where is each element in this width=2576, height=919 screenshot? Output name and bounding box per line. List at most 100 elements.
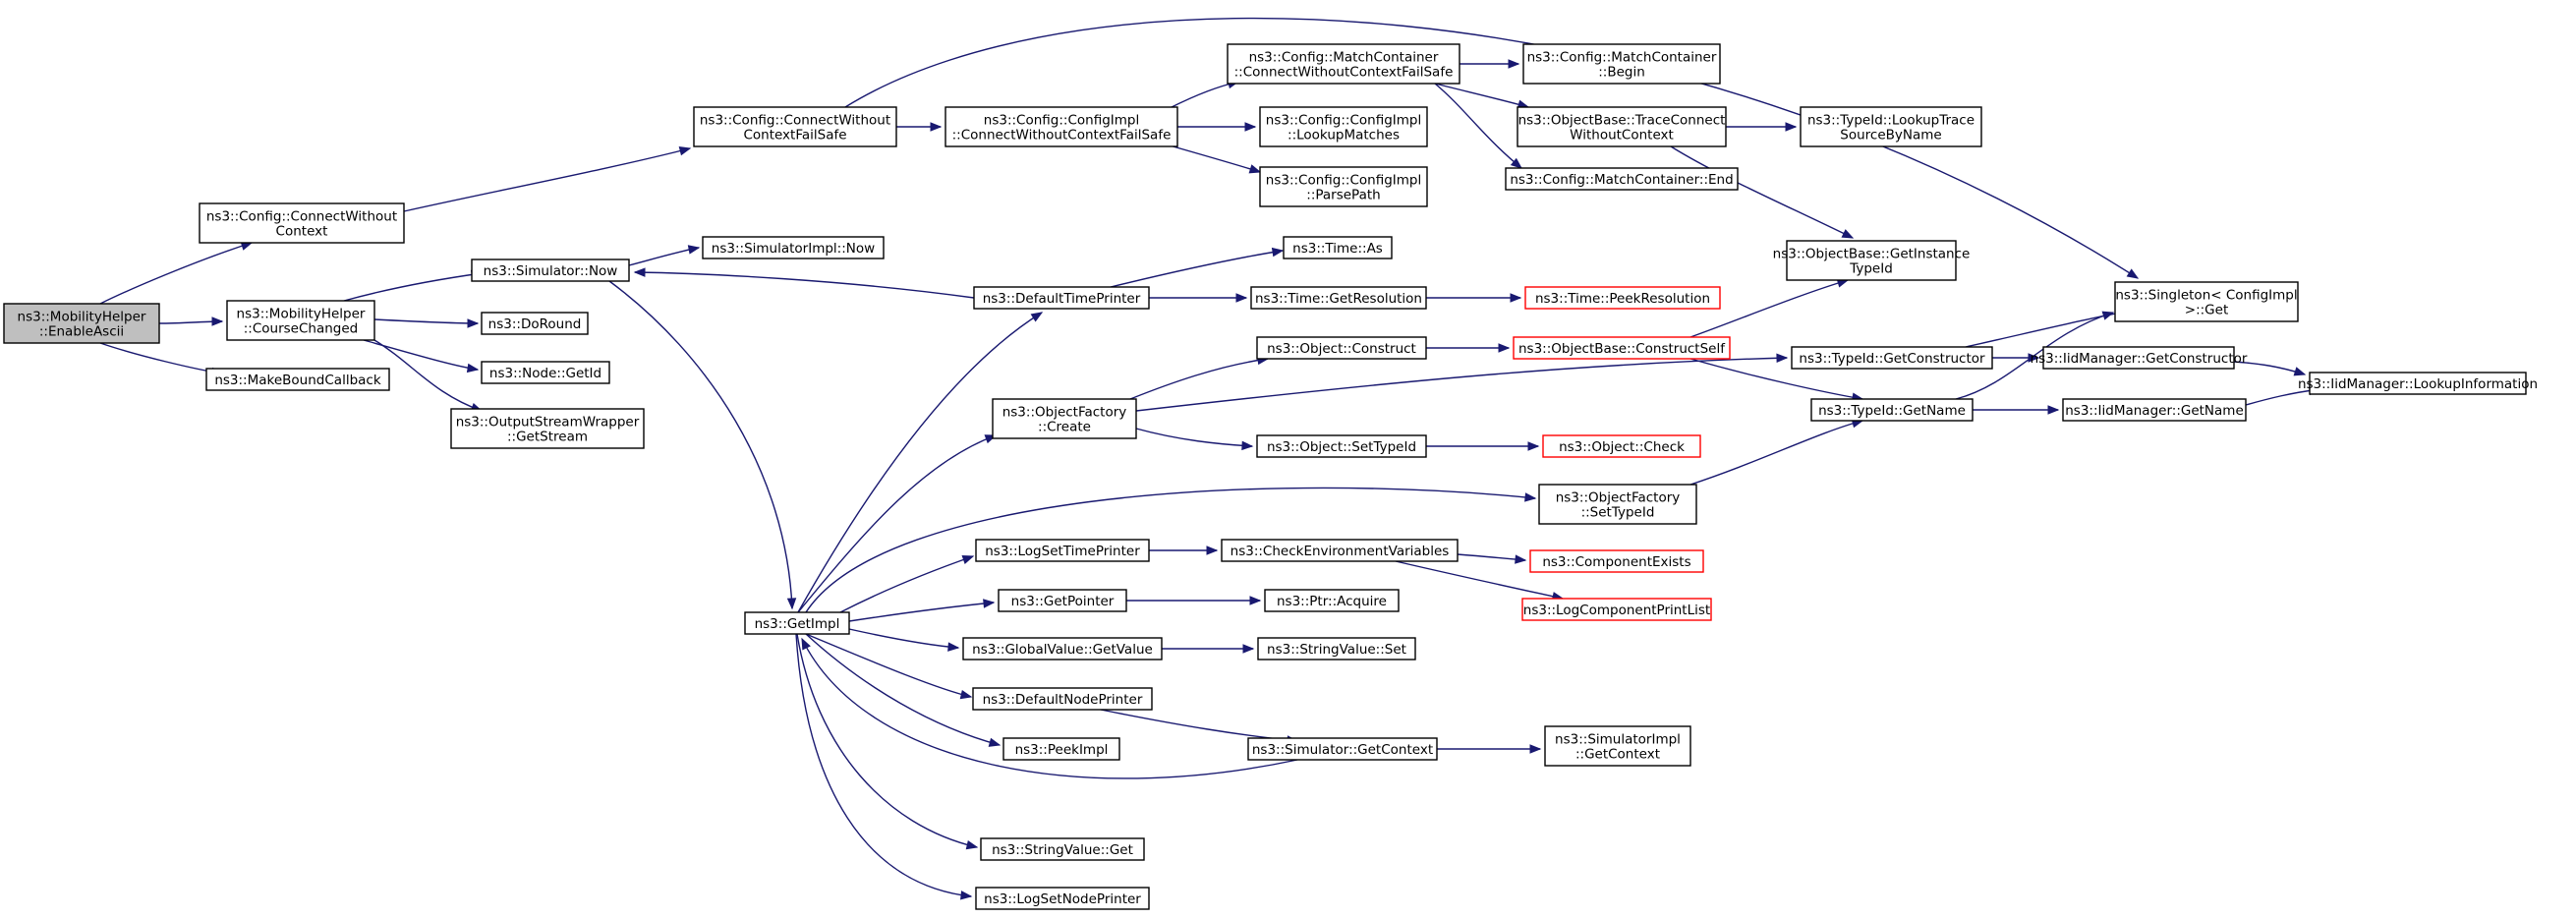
node-box[interactable]: [1283, 236, 1393, 259]
node-box[interactable]: [1505, 167, 1739, 191]
graph-node-n37[interactable]: ns3::LogSetTimePrinter: [975, 539, 1150, 562]
node-box[interactable]: [1250, 286, 1427, 310]
graph-node-n44[interactable]: ns3::StringValue::Set: [1257, 637, 1416, 661]
graph-node-n39[interactable]: ns3::ComponentExists: [1529, 549, 1704, 573]
graph-node-n46[interactable]: ns3::Simulator::GetContext: [1247, 737, 1438, 761]
graph-node-n20[interactable]: ns3::SimulatorImpl::Now: [702, 236, 885, 259]
node-box[interactable]: [1521, 598, 1712, 621]
node-box[interactable]: [205, 368, 390, 391]
node-box[interactable]: [975, 539, 1150, 562]
node-box[interactable]: [1256, 434, 1427, 458]
node-box[interactable]: [1522, 43, 1721, 85]
node-box[interactable]: [1247, 737, 1438, 761]
node-box[interactable]: [693, 106, 897, 147]
graph-node-n50[interactable]: ns3::LogSetNodePrinter: [975, 887, 1150, 910]
graph-node-n38[interactable]: ns3::CheckEnvironmentVariables: [1221, 539, 1459, 562]
node-box[interactable]: [998, 589, 1127, 612]
node-box[interactable]: [1227, 43, 1460, 85]
graph-node-n30[interactable]: ns3::IidManager::GetConstructor: [2031, 346, 2248, 370]
node-box[interactable]: [1542, 434, 1701, 458]
graph-node-n21[interactable]: ns3::GetImpl: [744, 611, 850, 635]
graph-node-n35[interactable]: ns3::Object::Check: [1542, 434, 1701, 458]
node-box[interactable]: [1517, 106, 1727, 147]
graph-node-n24[interactable]: ns3::Time::GetResolution: [1250, 286, 1427, 310]
graph-node-n9[interactable]: ns3::Config::ConfigImpl::LookupMatches: [1259, 106, 1428, 147]
node-box[interactable]: [450, 408, 645, 449]
graph-node-n10[interactable]: ns3::Config::ConfigImpl::ParsePath: [1259, 166, 1428, 207]
node-box[interactable]: [1800, 106, 1982, 147]
graph-node-n49[interactable]: ns3::StringValue::Get: [980, 837, 1145, 861]
graph-node-n28[interactable]: ns3::ObjectBase::ConstructSelf: [1513, 336, 1731, 360]
node-box[interactable]: [972, 687, 1153, 711]
node-box[interactable]: [1786, 240, 1957, 281]
graph-node-n2[interactable]: ns3::Config::ConnectWithoutContext: [199, 202, 405, 244]
node-box[interactable]: [973, 286, 1150, 310]
graph-node-n4[interactable]: ns3::MakeBoundCallback: [205, 368, 390, 391]
graph-node-n31[interactable]: ns3::IidManager::LookupInformation: [2298, 372, 2538, 395]
node-box[interactable]: [962, 637, 1163, 661]
graph-node-n36[interactable]: ns3::ObjectFactory::SetTypeId: [1538, 484, 1697, 525]
graph-node-n34[interactable]: ns3::Object::SetTypeId: [1256, 434, 1427, 458]
node-box[interactable]: [471, 258, 630, 282]
node-box[interactable]: [744, 611, 850, 635]
graph-node-n3[interactable]: ns3::MobilityHelper::CourseChanged: [226, 300, 375, 341]
node-box[interactable]: [3, 303, 160, 344]
node-box[interactable]: [226, 300, 375, 341]
graph-node-n29[interactable]: ns3::TypeId::GetConstructor: [1791, 346, 1993, 370]
node-box[interactable]: [1221, 539, 1459, 562]
graph-node-n16[interactable]: ns3::Simulator::Now: [471, 258, 630, 282]
graph-node-n6[interactable]: ns3::Singleton< ConfigImpl >::Get: [2114, 281, 2299, 322]
graph-node-n42[interactable]: ns3::Ptr::Acquire: [1264, 589, 1400, 612]
node-box[interactable]: [1002, 737, 1120, 761]
graph-node-n47[interactable]: ns3::SimulatorImpl::GetContext: [1544, 725, 1691, 767]
graph-node-n40[interactable]: ns3::LogComponentPrintList: [1521, 598, 1712, 621]
graph-node-n7[interactable]: ns3::Config::ConfigImpl::ConnectWithoutC…: [945, 106, 1178, 147]
node-box[interactable]: [2062, 398, 2247, 422]
node-box[interactable]: [702, 236, 885, 259]
graph-node-n41[interactable]: ns3::GetPointer: [998, 589, 1127, 612]
node-box[interactable]: [945, 106, 1178, 147]
node-box[interactable]: [1257, 637, 1416, 661]
node-box[interactable]: [1259, 106, 1428, 147]
graph-node-n27[interactable]: ns3::Object::Construct: [1256, 336, 1427, 360]
graph-node-n13[interactable]: ns3::Config::MatchContainer::End: [1505, 167, 1739, 191]
node-box[interactable]: [992, 398, 1137, 439]
graph-node-n23[interactable]: ns3::Time::As: [1283, 236, 1393, 259]
node-box[interactable]: [481, 361, 610, 384]
graph-node-n43[interactable]: ns3::GlobalValue::GetValue: [962, 637, 1163, 661]
node-box[interactable]: [2042, 346, 2235, 370]
node-box[interactable]: [1810, 398, 1974, 422]
node-box[interactable]: [481, 312, 589, 335]
node-box[interactable]: [1524, 286, 1721, 310]
graph-node-n19[interactable]: ns3::OutputStreamWrapper::GetStream: [450, 408, 645, 449]
node-box[interactable]: [199, 202, 405, 244]
graph-node-n1[interactable]: ns3::MobilityHelper::EnableAscii: [3, 303, 160, 344]
graph-node-n5[interactable]: ns3::Config::ConnectWithoutContextFailSa…: [693, 106, 897, 147]
node-box[interactable]: [2114, 281, 2299, 322]
graph-node-n25[interactable]: ns3::Time::PeekResolution: [1524, 286, 1721, 310]
graph-node-n8[interactable]: ns3::Config::MatchContainer::ConnectWith…: [1227, 43, 1460, 85]
graph-node-n22[interactable]: ns3::DefaultTimePrinter: [973, 286, 1150, 310]
graph-node-n45[interactable]: ns3::DefaultNodePrinter: [972, 687, 1153, 711]
graph-node-n33[interactable]: ns3::IidManager::GetName: [2062, 398, 2247, 422]
graph-node-n11[interactable]: ns3::Config::MatchContainer::Begin: [1522, 43, 1721, 85]
node-box[interactable]: [1529, 549, 1704, 573]
node-box[interactable]: [1538, 484, 1697, 525]
node-box[interactable]: [1791, 346, 1993, 370]
graph-node-n48[interactable]: ns3::PeekImpl: [1002, 737, 1120, 761]
graph-node-n26[interactable]: ns3::ObjectFactory::Create: [992, 398, 1137, 439]
node-box[interactable]: [980, 837, 1145, 861]
node-box[interactable]: [2309, 372, 2527, 395]
node-box[interactable]: [1264, 589, 1400, 612]
node-box[interactable]: [1513, 336, 1731, 360]
graph-node-n32[interactable]: ns3::TypeId::GetName: [1810, 398, 1974, 422]
node-box[interactable]: [1256, 336, 1427, 360]
node-box[interactable]: [1259, 166, 1428, 207]
node-box[interactable]: [1544, 725, 1691, 767]
graph-node-n12[interactable]: ns3::ObjectBase::TraceConnectWithoutCont…: [1517, 106, 1727, 147]
graph-node-n18[interactable]: ns3::Node::GetId: [481, 361, 610, 384]
graph-node-n17[interactable]: ns3::DoRound: [481, 312, 589, 335]
node-box[interactable]: [975, 887, 1150, 910]
